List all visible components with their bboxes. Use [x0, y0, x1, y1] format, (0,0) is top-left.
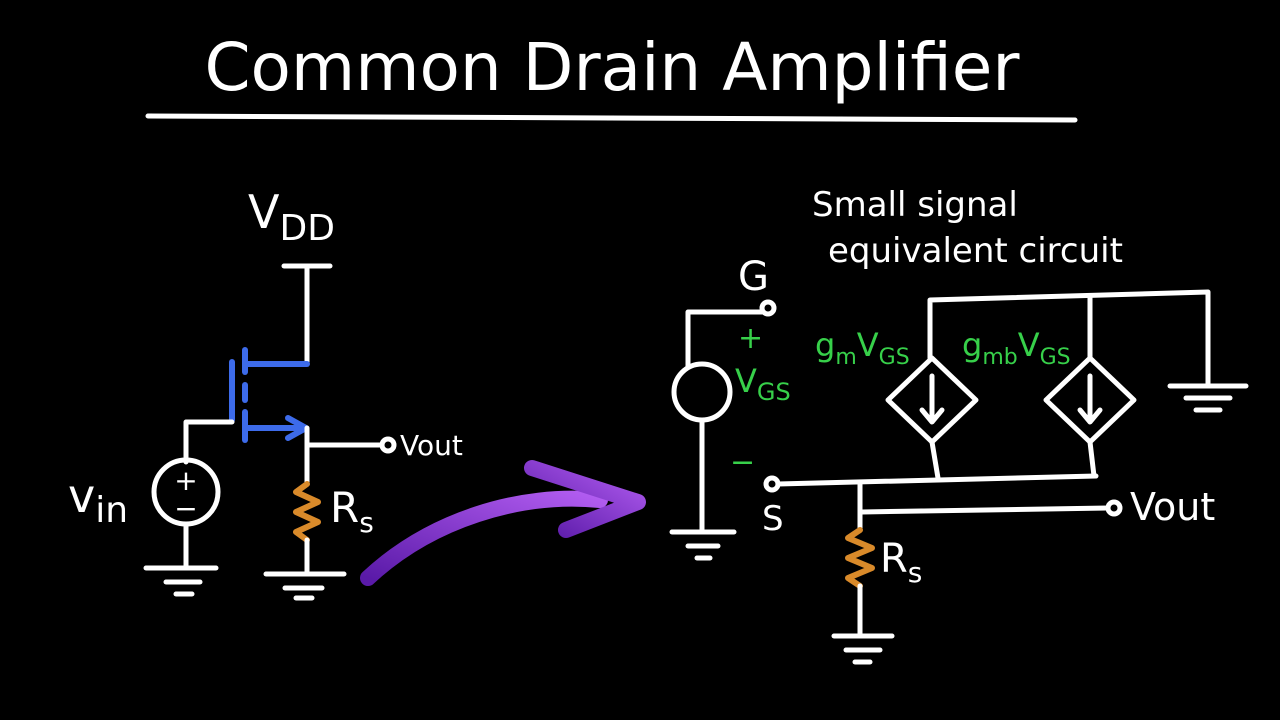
svg-text:−: −: [174, 492, 197, 525]
left-vout-label: Vout: [400, 429, 463, 462]
page-title: Common Drain Amplifier: [204, 29, 1020, 106]
vin-label: vin: [68, 469, 128, 531]
gm-vgs-label: gmVGS: [815, 326, 910, 370]
plus-sign: +: [738, 321, 763, 356]
ground-icon: [1167, 383, 1249, 413]
ground-icon: [143, 565, 219, 597]
output-terminal: [1105, 499, 1123, 517]
drain-rail: [927, 289, 1211, 387]
svg-text:+: +: [174, 464, 197, 497]
vgs-label: VGS: [735, 362, 791, 406]
gate-label: G: [738, 254, 769, 300]
output-terminal: [379, 436, 397, 454]
small-signal-circuit: Small signal equivalent circuit G + VGS …: [669, 185, 1249, 665]
vdd-label: VDD: [248, 185, 335, 249]
title-underline: [145, 113, 1078, 123]
transform-arrow-icon: [360, 460, 646, 586]
gmb-current-source-icon: [1043, 355, 1137, 479]
rs-resistor-icon: [293, 481, 321, 543]
vgs-source-icon: [671, 361, 733, 423]
source-rail: [775, 473, 1099, 487]
left-rs-label: Rs: [330, 483, 374, 539]
source-label: S: [762, 499, 784, 539]
gate-wire: [183, 419, 235, 465]
ground-icon: [669, 529, 737, 561]
gmb-vgs-label: gmbVGS: [962, 326, 1071, 370]
gm-current-source-icon: [885, 355, 979, 481]
right-vout-label: Vout: [1130, 485, 1215, 529]
heading-line-1: Small signal: [812, 185, 1018, 225]
ground-icon: [263, 571, 347, 601]
nmos-transistor: [229, 347, 310, 443]
heading-line-2: equivalent circuit: [828, 231, 1123, 271]
output-wire: [859, 505, 1111, 515]
gate-terminal: [759, 299, 777, 317]
minus-sign: −: [730, 445, 755, 480]
left-circuit: VDD Vout Rs +: [68, 185, 463, 601]
rs-resistor-icon: [845, 527, 875, 589]
ground-icon: [831, 633, 895, 665]
right-rs-label: Rs: [880, 536, 922, 589]
